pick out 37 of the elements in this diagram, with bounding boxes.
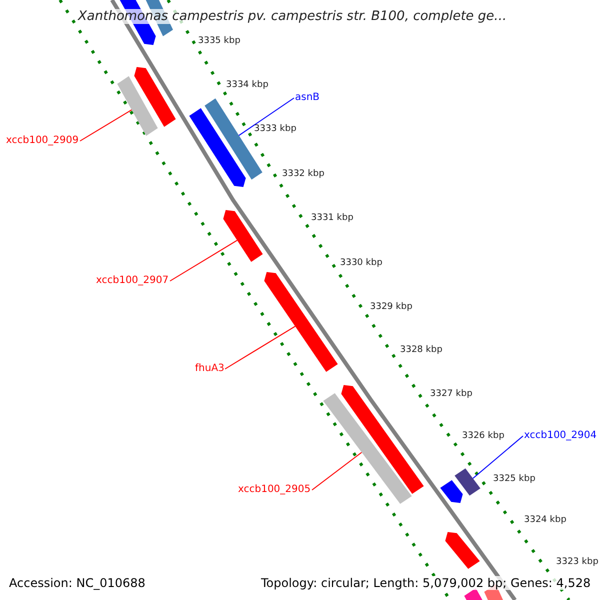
leader-line <box>80 109 132 142</box>
gene-bar <box>440 480 463 503</box>
gene-bar <box>134 67 176 127</box>
tick-label: 3324 kbp <box>524 516 566 525</box>
tick-label: 3326 kbp <box>462 432 504 441</box>
leader-line <box>472 436 524 479</box>
gene-bar <box>323 393 412 504</box>
tick-label: 3335 kbp <box>198 37 240 46</box>
gene-bar <box>454 468 480 496</box>
tick-label: 3328 kbp <box>400 346 442 355</box>
gene-bar <box>264 272 338 372</box>
gene-bar <box>223 210 263 262</box>
gene-label: asnB <box>295 93 320 103</box>
leader-line <box>224 326 296 370</box>
gene-label: xccb100_2905 <box>238 485 311 495</box>
tick-label: 3332 kbp <box>282 170 324 179</box>
gene-label: xccb100_2907 <box>96 276 169 286</box>
footer-text: Topology: circular; Length: 5,079,002 bp; Genes: 4,528 <box>261 576 591 590</box>
footer-text: Accession: NC_010688 <box>9 576 146 590</box>
leader-line <box>170 240 238 282</box>
tick-label: 3323 kbp <box>556 558 598 567</box>
leader-line <box>312 452 362 490</box>
tick-label: 3327 kbp <box>430 390 472 399</box>
tick-label: 3334 kbp <box>226 81 268 90</box>
gene-bar <box>189 108 246 187</box>
tick-label: 3331 kbp <box>311 214 354 223</box>
gene-label: xccb100_2909 <box>6 136 79 146</box>
tick-label: 3329 kbp <box>370 303 412 312</box>
tick-label: 3325 kbp <box>493 475 536 484</box>
gene-bar <box>341 385 424 494</box>
tick-label: 3333 kbp <box>254 125 296 134</box>
leader-line <box>238 98 294 136</box>
gene-label: xccb100_2904 <box>524 431 597 441</box>
gene-bar <box>445 532 480 569</box>
gene-bar <box>117 76 158 136</box>
tick-label: 3330 kbp <box>340 259 382 268</box>
gene-label: fhuA3 <box>195 364 224 374</box>
